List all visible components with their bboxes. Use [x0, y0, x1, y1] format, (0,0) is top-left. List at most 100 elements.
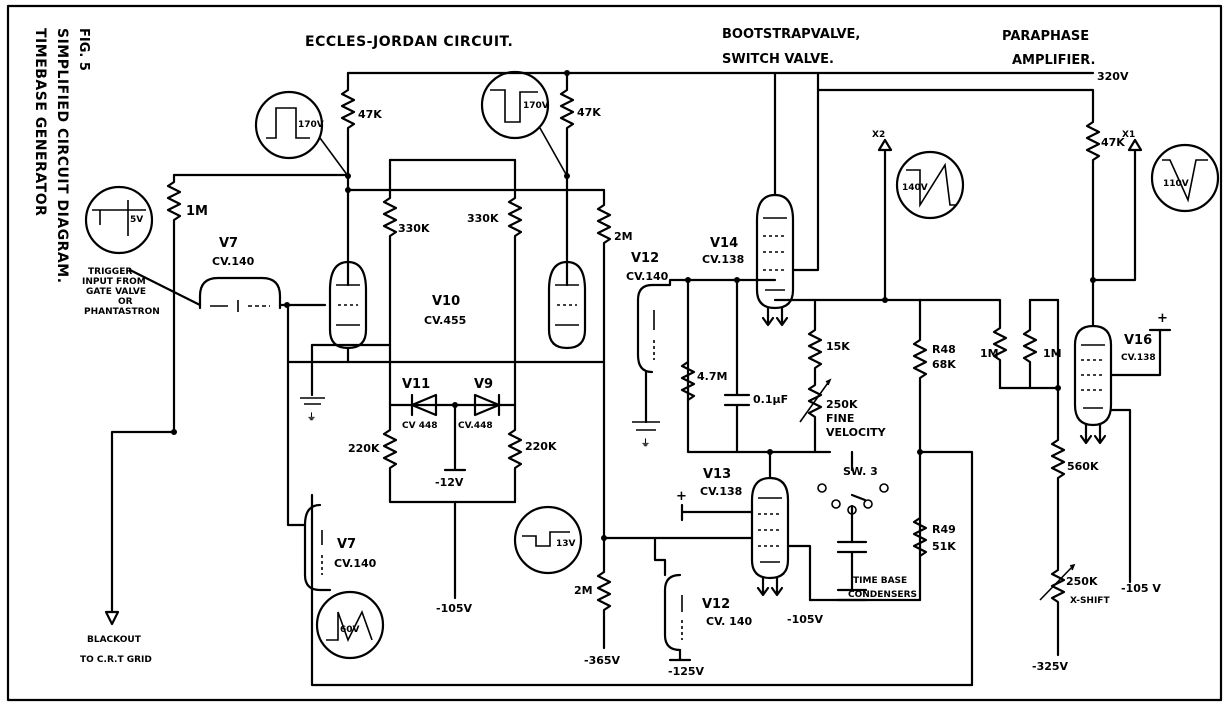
label-v12b: V12	[702, 597, 730, 612]
svg-text:170V: 170V	[298, 120, 324, 130]
heading-bootstrap-1: BOOTSTRAPVALVE,	[722, 27, 860, 42]
label-x2: X2	[872, 130, 885, 140]
valve-v14	[755, 193, 795, 310]
valve-v10-right	[547, 260, 587, 350]
resistor-15k	[807, 298, 823, 454]
label-v14: V14	[710, 236, 738, 251]
label-r49-a: R49	[932, 523, 956, 536]
heading-eccles-jordan: ECCLES-JORDAN CIRCUIT.	[305, 34, 513, 50]
label-plus-b: +	[1157, 311, 1168, 326]
waveform-60v: 60V	[315, 590, 385, 660]
label-330k-a: 330K	[398, 222, 430, 235]
voltage-minus105-a: -105V	[436, 602, 473, 615]
label-trigger-2: INPUT FROM	[82, 277, 146, 287]
label-2m-b: 2M	[574, 584, 593, 597]
label-250k-fine-2: FINE	[826, 412, 854, 425]
fig-number: FIG. 5	[76, 28, 91, 71]
svg-text:13V: 13V	[556, 539, 576, 549]
label-r48-b: 68K	[932, 358, 956, 371]
diode-v9	[473, 393, 501, 417]
resistor-4-7m	[680, 360, 696, 402]
waveform-13v: 13V	[513, 505, 583, 575]
svg-text:170V: 170V	[523, 101, 549, 111]
label-v9-type: CV.448	[458, 421, 493, 431]
label-v9: V9	[474, 377, 493, 392]
valve-v16	[1073, 324, 1113, 427]
heading-paraphase-2: AMPLIFIER.	[1012, 53, 1095, 68]
label-1m-left: 1M	[186, 204, 208, 219]
label-r49-b: 51K	[932, 540, 956, 553]
resistor-220k-a	[382, 403, 517, 504]
label-v12a-type: CV.140	[626, 270, 669, 283]
label-250k-x-1: 250K	[1066, 575, 1098, 588]
label-47k-c: 47K	[1101, 136, 1125, 149]
diode-v11	[410, 393, 438, 417]
label-15k: 15K	[826, 340, 850, 353]
label-blackout-1: BLACKOUT	[87, 635, 142, 645]
svg-text:⏚: ⏚	[307, 412, 316, 423]
resistor-r48	[912, 298, 928, 602]
label-220k-a: 220K	[348, 442, 380, 455]
waveform-170v-b: 170V	[480, 70, 550, 140]
label-47k-a: 47K	[358, 108, 382, 121]
title-block: FIG. 5 SIMPLIFIED CIRCUIT DIAGRAM. TIMEB…	[32, 28, 91, 284]
resistor-47k-c	[1085, 108, 1101, 328]
label-220k-b: 220K	[525, 440, 557, 453]
title-line-2: TIMEBASE GENERATOR	[32, 28, 48, 216]
voltage-320v: 320V	[1097, 70, 1129, 83]
label-250k-fine-3: VELOCITY	[826, 426, 887, 439]
valve-v7-upper	[198, 276, 282, 312]
label-trigger-3: GATE VALVE	[86, 287, 146, 297]
resistor-1m-c	[918, 298, 1008, 390]
label-v11-type: CV 448	[402, 421, 438, 431]
voltage-minus365: -365V	[584, 654, 621, 667]
label-v16-type: CV.138	[1121, 353, 1156, 363]
resistor-47k-b	[559, 71, 575, 178]
resistor-1m-d	[1022, 298, 1038, 390]
label-sw3: SW. 3	[843, 465, 878, 478]
label-v12a: V12	[631, 251, 659, 266]
label-v16: V16	[1124, 333, 1152, 348]
label-tb-2: CONDENSERS	[848, 590, 917, 600]
valve-v12-lower	[663, 573, 683, 652]
svg-text:5V: 5V	[130, 215, 143, 225]
label-250k-x-2: X-SHIFT	[1070, 596, 1110, 606]
label-trigger-1: TRIGGER	[88, 267, 132, 277]
label-v7b: V7	[337, 537, 356, 552]
label-2m-a: 2M	[614, 230, 633, 243]
voltage-minus105-b: -105V	[787, 613, 824, 626]
title-line-1: SIMPLIFIED CIRCUIT DIAGRAM.	[54, 28, 70, 284]
svg-text:110V: 110V	[1163, 179, 1189, 189]
svg-text:⏚: ⏚	[641, 438, 650, 449]
label-330k-b: 330K	[467, 212, 499, 225]
heading-bootstrap-2: SWITCH VALVE.	[722, 52, 834, 67]
resistor-560k	[1050, 298, 1066, 657]
label-trigger-5: PHANTASTRON	[84, 307, 160, 317]
heading-paraphase-1: PARAPHASE	[1002, 29, 1089, 44]
resistor-330k-b	[507, 188, 523, 364]
label-v7a-type: CV.140	[212, 255, 255, 268]
waveform-170v-a: 170V	[254, 90, 324, 160]
label-v10-type: CV.455	[424, 314, 466, 327]
label-560k: 560K	[1067, 460, 1099, 473]
voltage-minus125: -125V	[668, 665, 705, 678]
waveform-140v: 140V	[895, 150, 965, 220]
label-v7a: V7	[219, 236, 238, 251]
diagram-frame	[6, 4, 1223, 702]
svg-text:60V: 60V	[340, 625, 360, 635]
label-v7b-type: CV.140	[334, 557, 377, 570]
voltage-minus325: -325V	[1032, 660, 1069, 673]
label-v11: V11	[402, 377, 430, 392]
label-47k-b: 47K	[577, 106, 601, 119]
label-v14-type: CV.138	[702, 253, 744, 266]
label-1m-c: 1M	[980, 347, 999, 360]
waveform-5v: 5V	[84, 185, 154, 255]
resistor-r49	[912, 516, 928, 558]
label-v13: V13	[703, 467, 731, 482]
label-v13-type: CV.138	[700, 485, 742, 498]
label-blackout-2: TO C.R.T GRID	[80, 655, 152, 665]
valve-v13	[750, 476, 790, 580]
valve-v12-upper	[636, 283, 655, 374]
resistor-1m-left	[166, 173, 182, 434]
